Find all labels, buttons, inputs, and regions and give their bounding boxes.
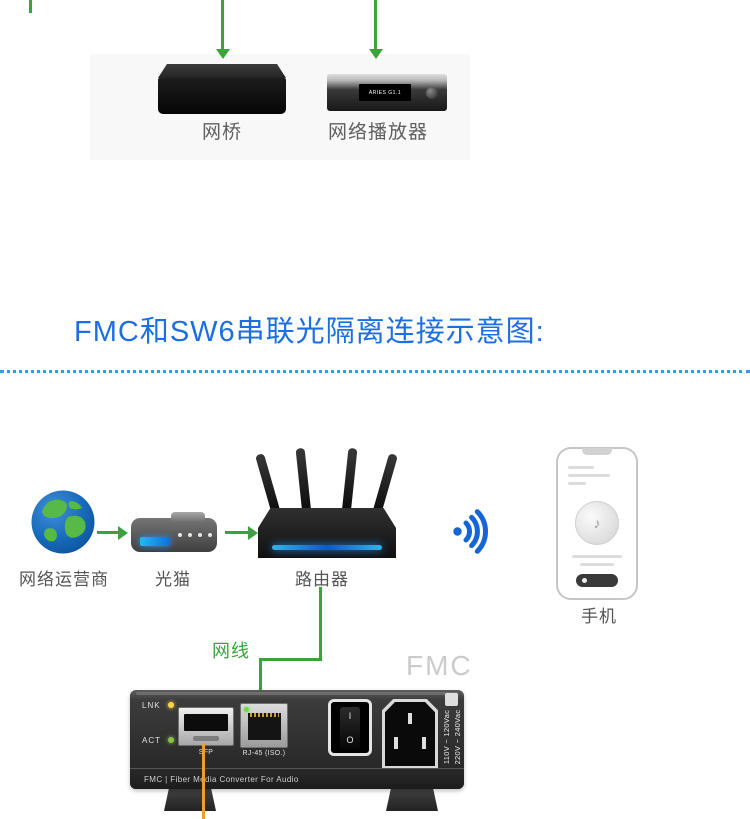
voltage-line-2: 220V ~ 240Vac (452, 709, 462, 765)
rj45-pins (250, 713, 279, 717)
phone-screen-text-line (568, 474, 610, 477)
sfp-label: SFP (198, 749, 214, 756)
act-led-light (168, 737, 174, 743)
player-knob (426, 87, 438, 99)
device-foot-right (386, 787, 438, 811)
cable-label: 网线 (212, 641, 250, 661)
ethernet-cable-line (259, 658, 262, 692)
arrow-to-bridge-icon (215, 0, 230, 59)
voltage-rating: 110V ~ 120Vac 220V ~ 240Vac (441, 701, 463, 773)
sfp-port (178, 707, 234, 746)
voltage-line-1: 110V ~ 120Vac (442, 709, 451, 765)
inlet-pin (394, 737, 398, 749)
phone-screen-text-line (568, 482, 586, 485)
router-led-glow (272, 545, 382, 550)
phone-player-bar (576, 574, 618, 587)
phone-speaker-dial: ♪ (575, 501, 619, 545)
fmc-watermark: FMC (406, 650, 473, 681)
device-bottom-text: FMC | Fiber Media Converter For Audio (144, 774, 299, 784)
router-body (258, 508, 396, 558)
router-antenna (372, 453, 398, 516)
router-antenna (342, 447, 358, 511)
power-switch: I O (328, 699, 372, 756)
rj45-led-light (244, 707, 249, 712)
switch-on-mark: I (348, 711, 352, 721)
arrow-to-player-icon (368, 0, 383, 59)
ethernet-cable-line (319, 587, 322, 661)
router-image (255, 447, 398, 562)
router-label: 路由器 (295, 570, 349, 589)
device-bottom-bar: FMC | Fiber Media Converter For Audio (130, 768, 464, 789)
sfp-latch (193, 736, 219, 741)
power-inlet-cavity (385, 702, 435, 766)
rj45-port (240, 703, 288, 748)
section-title: FMC和SW6串联光隔离连接示意图: (74, 316, 545, 348)
bridge-front-face (158, 78, 286, 114)
modem-label: 光猫 (155, 570, 191, 589)
router-antenna (295, 447, 311, 511)
device-logo-square (445, 693, 458, 706)
modem-led-strip (140, 537, 170, 546)
phone-screen-text-line (572, 555, 622, 558)
player-display-text: ARIES G1.1 (368, 89, 402, 96)
ethernet-cable-line (259, 658, 322, 661)
internet-globe-icon (30, 489, 96, 555)
phone-screen-text-line (568, 466, 594, 469)
smartphone-image: ♪ (556, 447, 638, 600)
switch-off-mark: O (346, 735, 354, 745)
bridge-top-face (158, 64, 286, 78)
rj45-jack (248, 713, 281, 740)
led-act-label: ACT (142, 736, 161, 745)
wifi-signal-icon (449, 507, 499, 557)
router-antenna (255, 453, 281, 516)
dotted-divider (0, 370, 750, 373)
fiber-cable-line (202, 744, 205, 819)
isp-label: 网络运营商 (19, 570, 109, 589)
phone-notch (582, 448, 612, 455)
network-bridge-image (158, 64, 286, 114)
phone-screen-text-line (580, 563, 614, 566)
power-inlet (382, 699, 438, 769)
player-display: ARIES G1.1 (359, 84, 411, 101)
phone-label: 手机 (581, 607, 617, 626)
bridge-label: 网桥 (201, 122, 242, 143)
top-left-line (29, 0, 32, 13)
inlet-pin (408, 713, 412, 724)
music-note-icon: ♪ (593, 515, 601, 531)
arrow-globe-to-modem-icon (97, 525, 128, 540)
inlet-pin (422, 737, 426, 749)
sfp-slot (184, 714, 228, 731)
fmc-device-image: LNK ACT SFP RJ-45 (ISO.) I O (130, 690, 464, 789)
arrow-modem-to-router-icon (225, 525, 258, 540)
modem-top-cap (171, 512, 205, 522)
led-lnk-label: LNK (142, 701, 161, 710)
play-dot-icon (582, 578, 587, 583)
network-player-image: ARIES G1.1 (327, 74, 447, 111)
rj45-label: RJ-45 (ISO.) (242, 750, 286, 757)
lnk-led-light (168, 702, 174, 708)
player-label: 网络播放器 (327, 122, 428, 143)
power-rocker: I O (340, 707, 360, 750)
optical-modem-image (131, 512, 217, 552)
device-foot-left (164, 787, 216, 811)
modem-status-dots (178, 533, 212, 537)
